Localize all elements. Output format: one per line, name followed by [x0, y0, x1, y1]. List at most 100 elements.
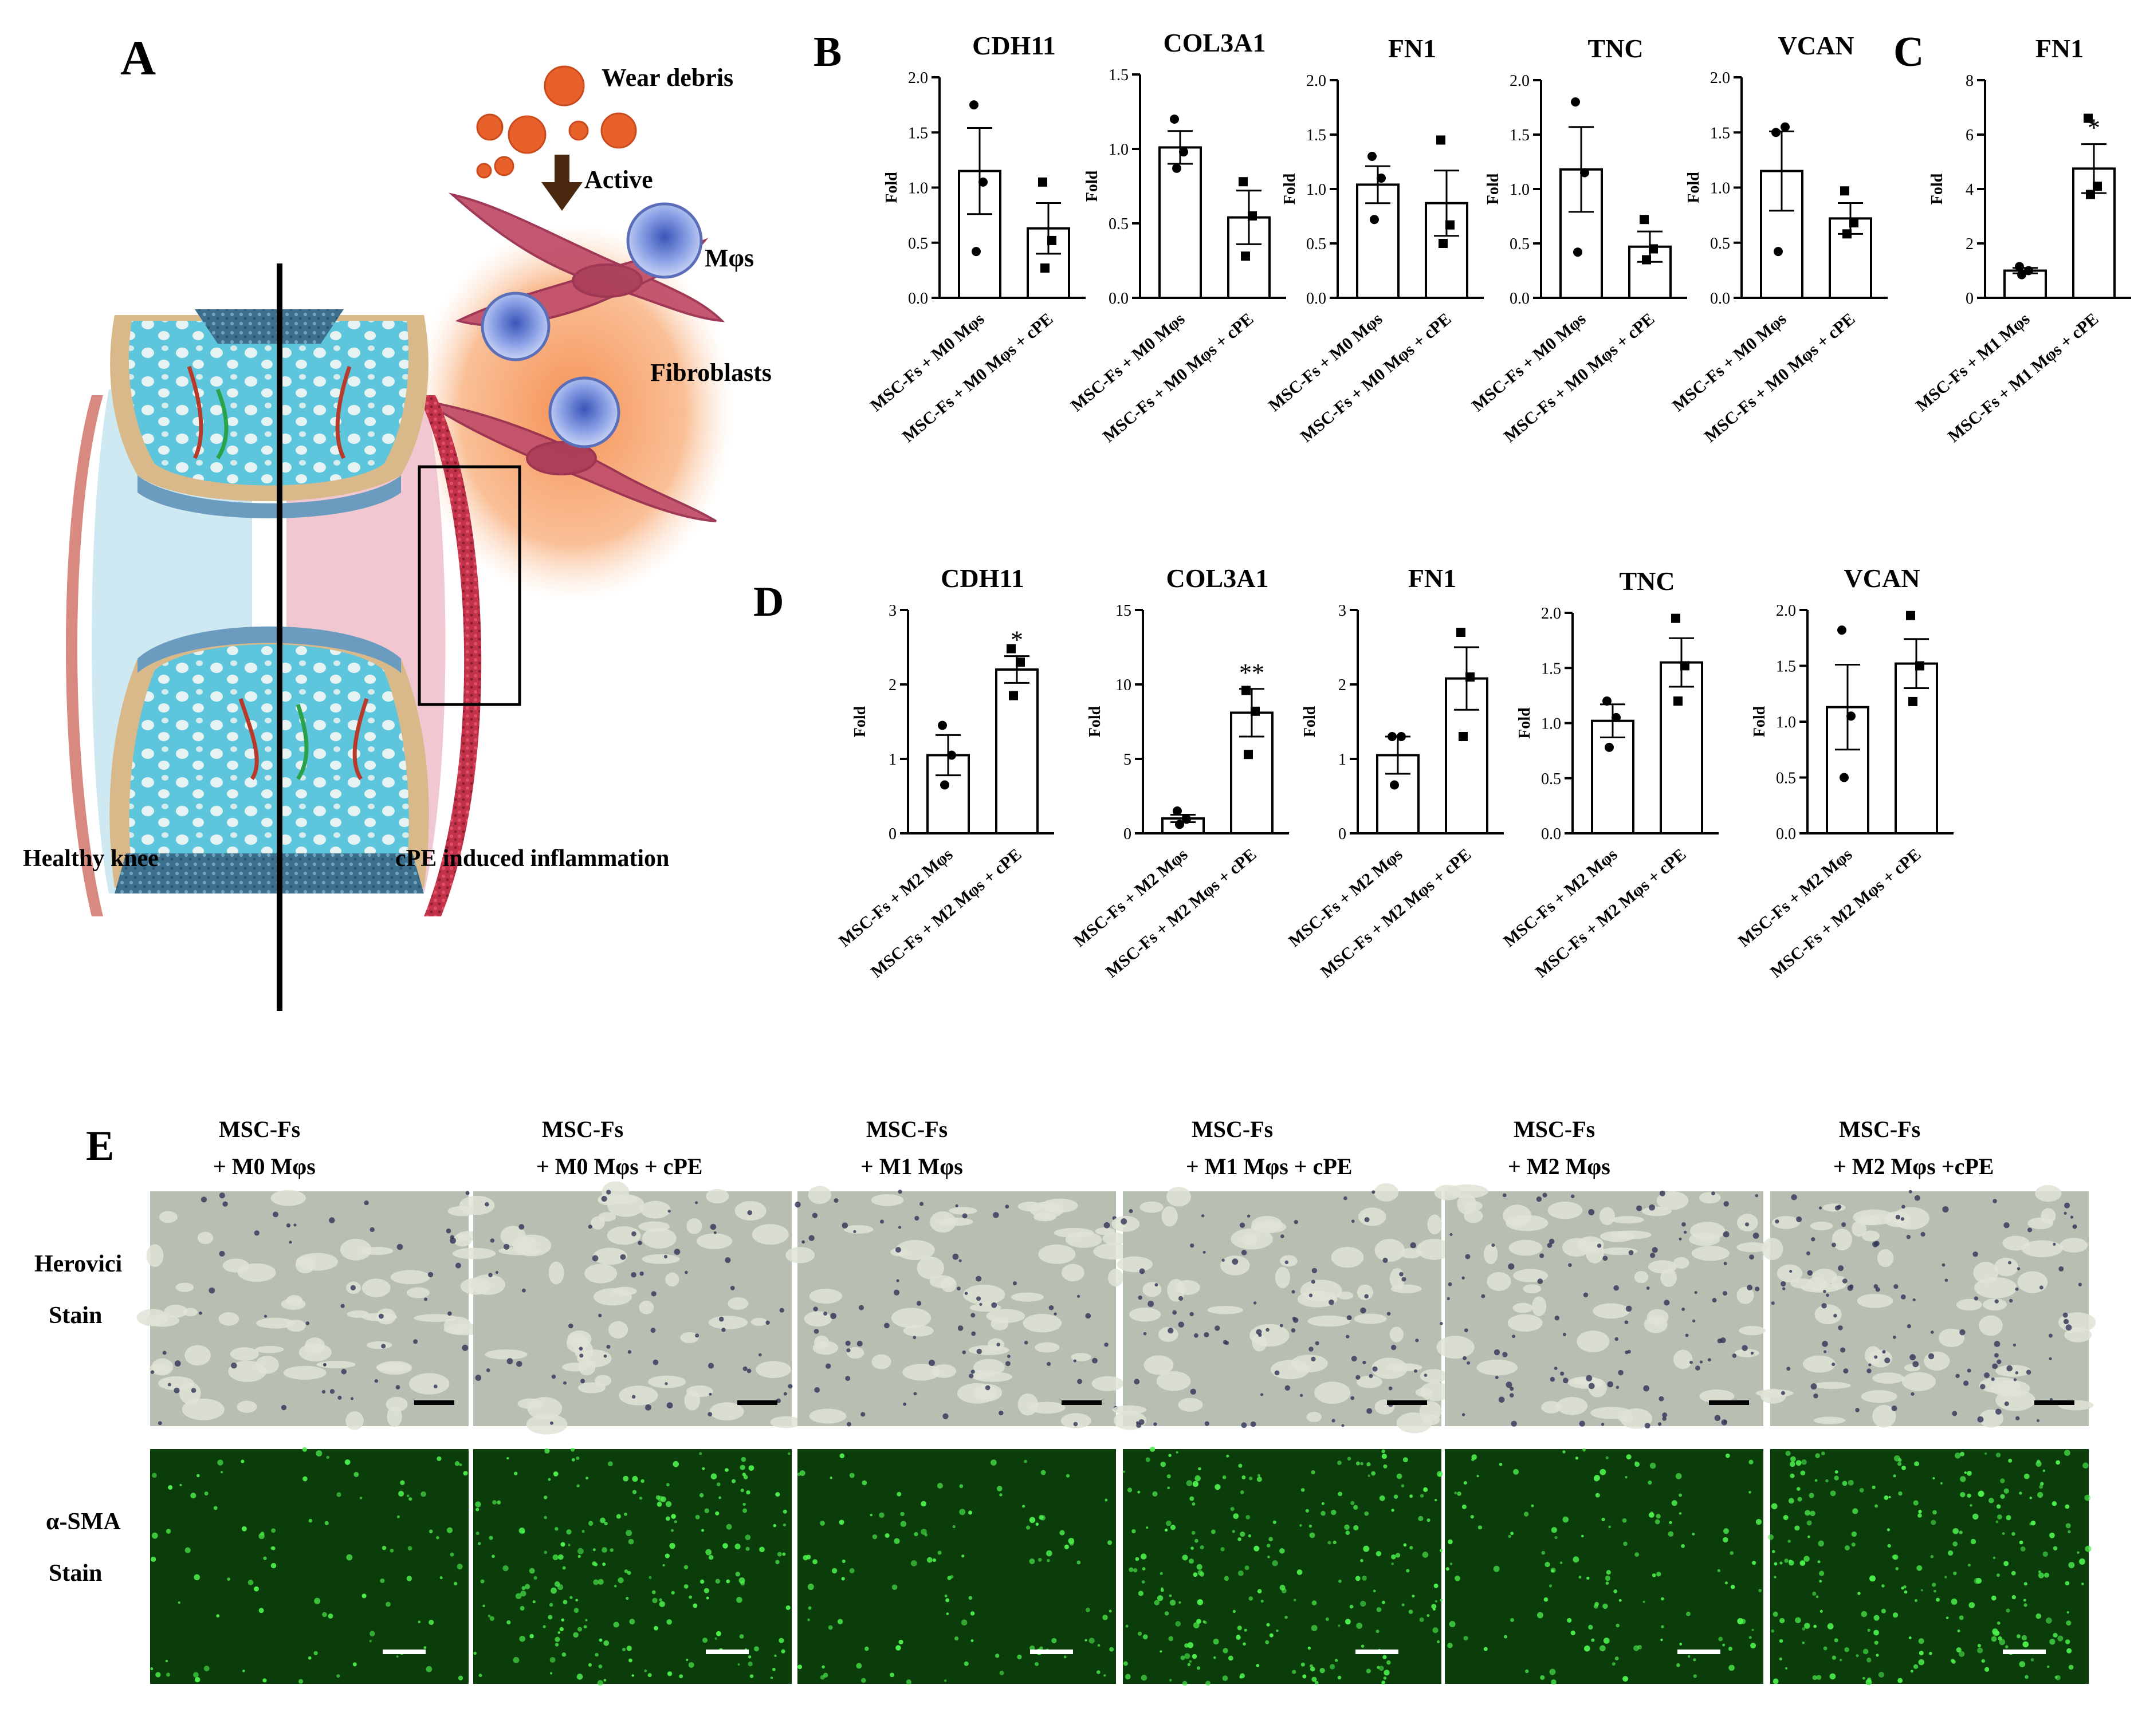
column-header-line2: + M2 Mφs: [1508, 1154, 1610, 1179]
fluorescent-cell: [1944, 1576, 1947, 1578]
fluorescent-cell: [1952, 1528, 1959, 1534]
y-tick-label: 2.0: [908, 69, 928, 87]
tissue-texture: [159, 1211, 178, 1223]
stained-cell: [281, 1404, 287, 1411]
fluorescent-cell: [753, 1646, 759, 1652]
data-point: [1439, 239, 1448, 248]
data-point: [972, 247, 981, 257]
fluorescent-cell: [683, 1584, 689, 1589]
tissue-texture: [684, 1391, 700, 1411]
fluorescent-cell: [166, 1529, 171, 1534]
fluorescent-cell: [1463, 1481, 1467, 1485]
fluorescent-cell: [1929, 1651, 1932, 1655]
fluorescent-cell: [1361, 1644, 1365, 1648]
fluorescent-cell: [1141, 1674, 1147, 1681]
stained-cell: [913, 1336, 917, 1339]
tissue-texture: [340, 1238, 372, 1261]
tissue-texture: [1166, 1187, 1191, 1207]
stained-cell: [1652, 1247, 1658, 1253]
fluorescent-cell: [2023, 1582, 2027, 1586]
fluorescent-cell: [1228, 1655, 1233, 1661]
fluorescent-cell: [1788, 1498, 1794, 1504]
stained-cell: [1311, 1356, 1316, 1361]
fluorescent-cell: [706, 1596, 709, 1600]
fluorescent-cell: [968, 1596, 973, 1600]
stained-cell: [1685, 1333, 1689, 1337]
fluorescent-cell: [701, 1529, 705, 1532]
tissue-texture: [594, 1288, 632, 1306]
fluorescent-cell: [1510, 1532, 1514, 1536]
fluorescent-cell: [1819, 1570, 1825, 1576]
stained-cell: [721, 1328, 726, 1332]
stained-cell: [929, 1360, 935, 1367]
fluorescent-cell: [673, 1461, 679, 1467]
fluorescent-cell: [1230, 1507, 1235, 1511]
stained-cell: [1341, 1424, 1345, 1427]
fluorescent-cell: [1194, 1475, 1201, 1482]
fluorescent-cell: [1265, 1640, 1270, 1644]
fluorescent-cell: [1353, 1525, 1359, 1531]
fluorescent-cell: [1892, 1612, 1899, 1618]
fluorescent-cell: [1970, 1504, 1972, 1507]
data-point: [2093, 182, 2102, 191]
fluorescent-cell: [1936, 1597, 1940, 1602]
stained-cell: [323, 1363, 327, 1367]
fluorescent-cell: [740, 1465, 745, 1470]
stained-cell: [1506, 1381, 1512, 1388]
fluorescent-cell: [1268, 1537, 1273, 1542]
fluorescent-cell: [626, 1597, 629, 1600]
stained-cell: [1602, 1255, 1608, 1261]
stained-cell: [341, 1369, 347, 1375]
fluorescent-cell: [1382, 1655, 1387, 1659]
fluorescent-cell: [1869, 1575, 1876, 1582]
fluorescent-cell: [1970, 1538, 1976, 1545]
fluorescent-cell: [1477, 1525, 1483, 1530]
fluorescent-cell: [1315, 1680, 1319, 1685]
tissue-texture: [1038, 1213, 1056, 1221]
stained-cell: [1712, 1298, 1717, 1303]
tissue-texture: [812, 1341, 839, 1355]
stained-cell: [606, 1345, 611, 1349]
fluorescent-cell: [604, 1521, 608, 1526]
fluorescent-cell: [623, 1475, 629, 1482]
fluorescent-cell: [1814, 1479, 1818, 1482]
stained-cell: [1649, 1204, 1655, 1211]
fluorescent-cell: [1892, 1554, 1899, 1560]
fluorescent-cell: [1730, 1551, 1734, 1555]
fluorescent-cell: [1356, 1623, 1363, 1629]
fluorescent-cell: [1992, 1556, 1996, 1560]
fluorescent-cell: [1851, 1542, 1856, 1547]
y-tick-label: 2.0: [1710, 69, 1730, 87]
stained-cell: [896, 1279, 899, 1282]
fluorescent-cell: [1461, 1504, 1467, 1509]
fluorescent-cell: [227, 1577, 230, 1581]
y-tick-label: 2.0: [1776, 602, 1796, 620]
fluorescent-cell: [622, 1648, 626, 1652]
fluorescent-cell: [799, 1470, 805, 1477]
fluorescent-cell: [1381, 1680, 1386, 1685]
fluorescent-cell: [1730, 1584, 1735, 1589]
fluorescent-cell: [150, 1667, 154, 1670]
stained-cell: [1683, 1230, 1687, 1234]
fluorescent-cell: [396, 1655, 399, 1658]
fluorescent-cell: [1834, 1470, 1838, 1474]
fluorescent-cell: [203, 1666, 210, 1672]
fluorescent-cell: [657, 1501, 662, 1507]
stained-cell: [2015, 1371, 2019, 1375]
fluorescent-cell: [1991, 1595, 1997, 1601]
stained-cell: [651, 1291, 657, 1297]
fluorescent-cell: [2011, 1532, 2015, 1536]
y-tick-label: 6: [1966, 127, 1974, 144]
fluorescent-cell: [1634, 1552, 1640, 1557]
stained-cell: [1579, 1420, 1585, 1427]
fluorescent-cell: [1959, 1651, 1965, 1658]
panel-letter-e: E: [86, 1123, 114, 1170]
stained-cell: [1908, 1190, 1912, 1194]
fluorescent-cell: [1327, 1541, 1331, 1545]
panel-letter-d: D: [753, 578, 784, 625]
fluorescent-cell: [937, 1483, 943, 1489]
fluorescent-cell: [736, 1597, 742, 1603]
fluorescent-cell: [559, 1627, 564, 1632]
fluorescent-cell: [1059, 1530, 1065, 1536]
